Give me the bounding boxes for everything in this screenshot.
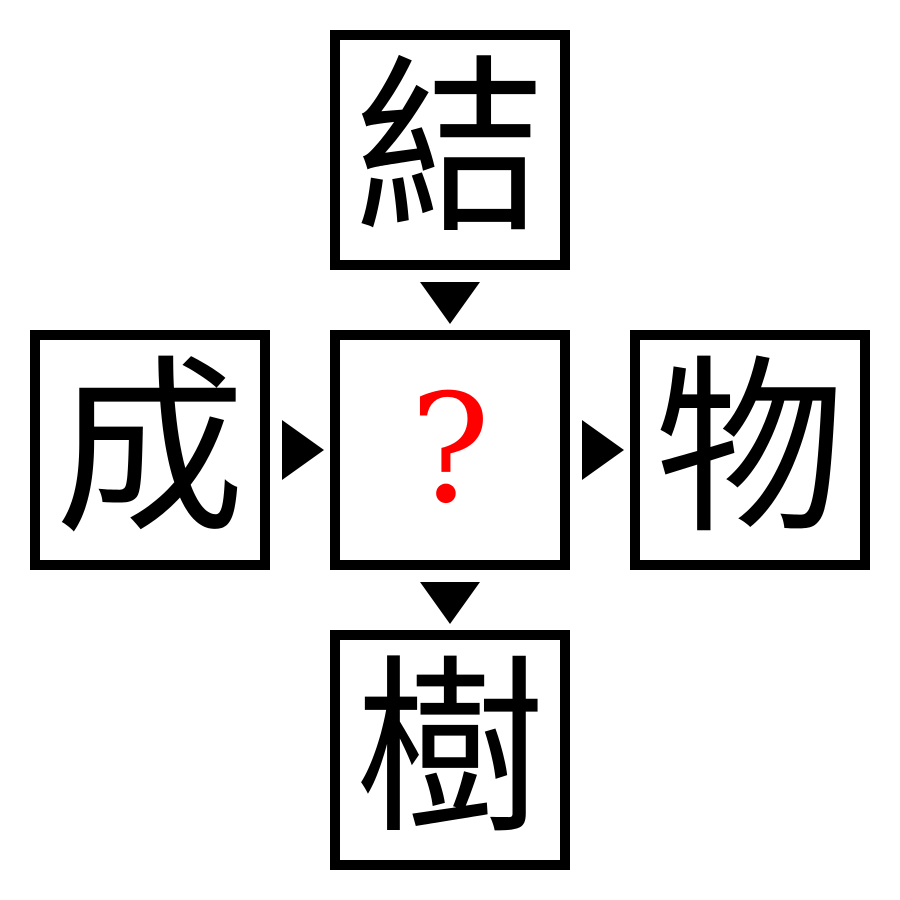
answer-cell[interactable]: ?: [330, 330, 570, 570]
arrow-down-icon: [420, 282, 480, 324]
question-mark: ?: [409, 363, 491, 537]
top-kanji: 結: [354, 39, 545, 260]
bottom-kanji: 樹: [354, 639, 545, 860]
top-kanji-cell: 結: [330, 30, 570, 270]
left-kanji: 成: [54, 339, 245, 560]
left-kanji-cell: 成: [30, 330, 270, 570]
arrow-right-icon: [282, 420, 324, 480]
right-kanji-cell: 物: [630, 330, 870, 570]
right-kanji: 物: [654, 339, 845, 560]
arrow-right-icon: [582, 420, 624, 480]
bottom-kanji-cell: 樹: [330, 630, 570, 870]
arrow-down-icon: [420, 582, 480, 624]
